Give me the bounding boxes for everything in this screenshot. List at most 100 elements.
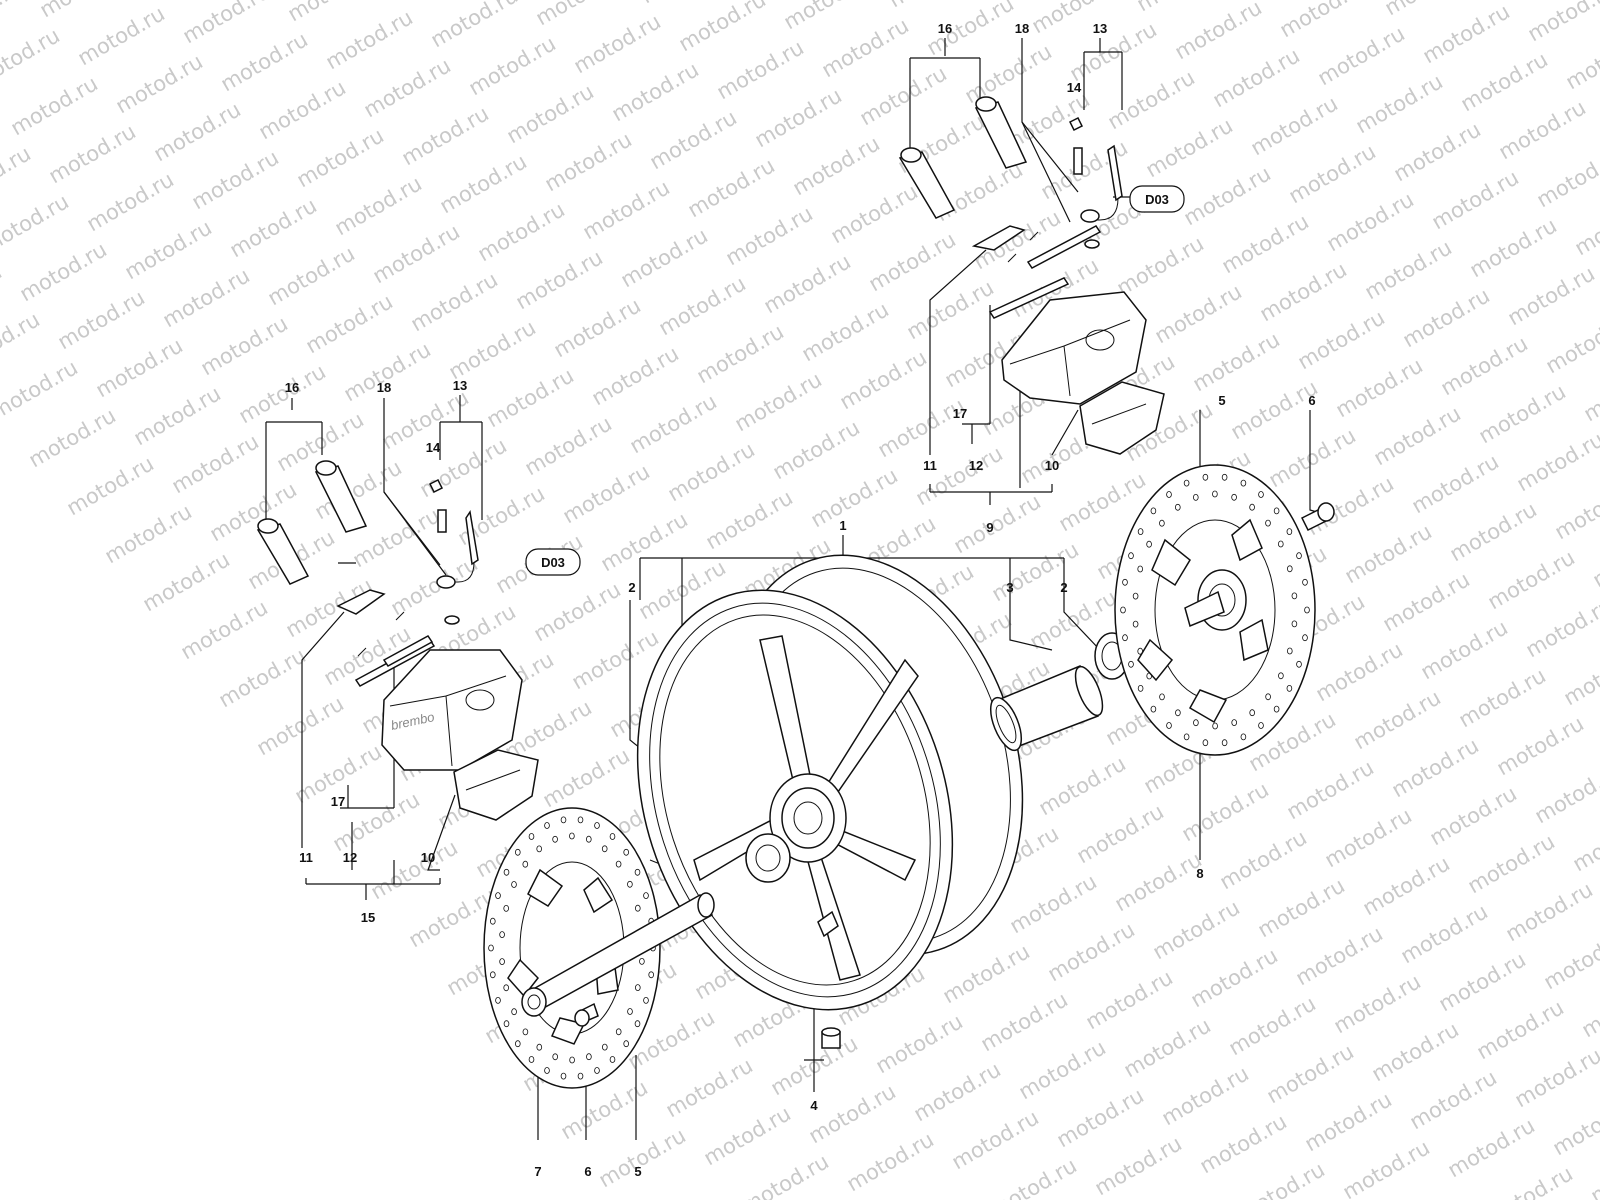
disc-hole [594, 822, 600, 829]
watermark-text: motod.ru [1339, 1135, 1434, 1200]
watermark-text: motod.ru [1028, 0, 1123, 38]
disc-hole [634, 868, 641, 876]
disc-hole [634, 904, 641, 912]
watermark-text: motod.ru [1587, 1139, 1600, 1200]
wheel-axle [521, 892, 715, 1017]
watermark-text: motod.ru [608, 57, 703, 126]
disc-hole [1193, 493, 1199, 501]
watermark-text: motod.ru [1542, 309, 1600, 378]
watermark-text: motod.ru [675, 0, 770, 56]
disc-hole [522, 860, 529, 868]
watermark-text: motod.ru [1540, 925, 1600, 994]
watermark-text: motod.ru [595, 1123, 690, 1192]
disc-hole [1291, 620, 1298, 628]
watermark-text: motod.ru [112, 49, 207, 118]
watermark-text: motod.ru [45, 119, 140, 188]
disc-hole [1287, 565, 1293, 573]
watermark-text: motod.ru [1256, 257, 1351, 326]
watermark-text: motod.ru [1435, 947, 1530, 1016]
watermark-text: motod.ru [349, 503, 444, 572]
watermark-text: motod.ru [1225, 991, 1320, 1060]
disc-hole [1212, 490, 1218, 498]
watermark-text: motod.ru [1399, 283, 1494, 352]
disc-hole [489, 917, 496, 925]
callout-14-right: 14 [1067, 80, 1082, 95]
watermark-text: motod.ru [1455, 663, 1550, 732]
watermark-text: motod.ru [83, 167, 178, 236]
watermark-text: motod.ru [264, 241, 359, 310]
watermark-text: motod.ru [738, 1149, 833, 1200]
watermark-text: motod.ru [1283, 755, 1378, 824]
disc-hole [1258, 491, 1264, 498]
watermark-text: motod.ru [789, 131, 884, 200]
watermark-text: motod.ru [1417, 615, 1512, 684]
watermark-text: motod.ru [856, 61, 951, 130]
disc-hole [609, 833, 616, 840]
watermark-text: motod.ru [1589, 523, 1600, 592]
watermark-text: motod.ru [159, 263, 254, 332]
watermark-text: motod.ru [760, 249, 855, 318]
watermark-text: motod.ru [369, 219, 464, 288]
watermark-text: motod.ru [530, 577, 625, 646]
watermark-text: motod.ru [986, 1153, 1081, 1200]
callout-7: 7 [534, 1164, 541, 1179]
disc-hole [634, 1020, 641, 1028]
disc-hole [1128, 552, 1134, 560]
watermark-text: motod.ru [54, 285, 149, 354]
disc-hole [627, 1008, 633, 1015]
disc-hole [560, 1072, 567, 1080]
watermark-text: motod.ru [63, 451, 158, 520]
disc-hole [585, 835, 592, 843]
watermark-text: motod.ru [1332, 353, 1427, 422]
watermark-text: motod.ru [0, 259, 6, 328]
watermark-text: motod.ru [36, 0, 131, 22]
watermark-text: motod.ru [16, 237, 111, 306]
disc-hole [569, 832, 575, 840]
callout-12-left: 12 [343, 850, 357, 865]
watermark-text: motod.ru [1091, 1131, 1186, 1200]
watermark-text: motod.ru [1578, 973, 1600, 1042]
disc-hole [552, 835, 558, 843]
disc-hole [503, 984, 510, 992]
disc-hole [1231, 493, 1237, 501]
watermark-text: motod.ru [1361, 235, 1456, 304]
callout-6-left: 6 [584, 1164, 591, 1179]
watermark-text: motod.ru [1263, 1039, 1358, 1108]
watermark-text: motod.ru [693, 319, 788, 388]
callout-17-right: 17 [953, 406, 967, 421]
watermark-text: motod.ru [1142, 113, 1237, 182]
watermark-text: motod.ru [0, 0, 26, 44]
left-bracket-lines [265, 395, 483, 900]
disc-hole [1193, 719, 1199, 727]
disc-hole [544, 822, 550, 829]
watermark-text: motod.ru [25, 403, 120, 472]
watermark-text: motod.ru [1562, 25, 1600, 94]
disc-hole [1212, 722, 1218, 730]
callout-15: 15 [361, 910, 375, 925]
watermark-text: motod.ru [331, 171, 426, 240]
watermark-text: motod.ru [1560, 641, 1600, 710]
disc-hole [1240, 733, 1247, 741]
brake-disc-right [1114, 464, 1316, 756]
watermark-text: motod.ru [389, 0, 484, 4]
callout-18-left: 18 [377, 380, 391, 395]
disc-hole [503, 1020, 510, 1028]
disc-hole [1159, 519, 1165, 527]
watermark-text: motod.ru [961, 39, 1056, 108]
disc-hole [643, 892, 649, 899]
watermark-text: motod.ru [1151, 279, 1246, 348]
watermark-text: motod.ru [1379, 567, 1474, 636]
disc-bolt-left [574, 1002, 599, 1027]
callout-5-right: 5 [1218, 393, 1225, 408]
disc-hole [648, 971, 654, 979]
watermark-text: motod.ru [664, 437, 759, 506]
watermark-text: motod.ru [932, 157, 1027, 226]
watermark-text: motod.ru [1359, 851, 1454, 920]
watermark-text: motod.ru [1196, 1109, 1291, 1178]
watermark-text: motod.ru [398, 101, 493, 170]
watermark-text: motod.ru [532, 0, 627, 30]
watermark-text: motod.ru [1218, 209, 1313, 278]
callout-10-left: 10 [421, 850, 435, 865]
disc-hole [1302, 634, 1308, 642]
disc-hole [536, 845, 542, 853]
